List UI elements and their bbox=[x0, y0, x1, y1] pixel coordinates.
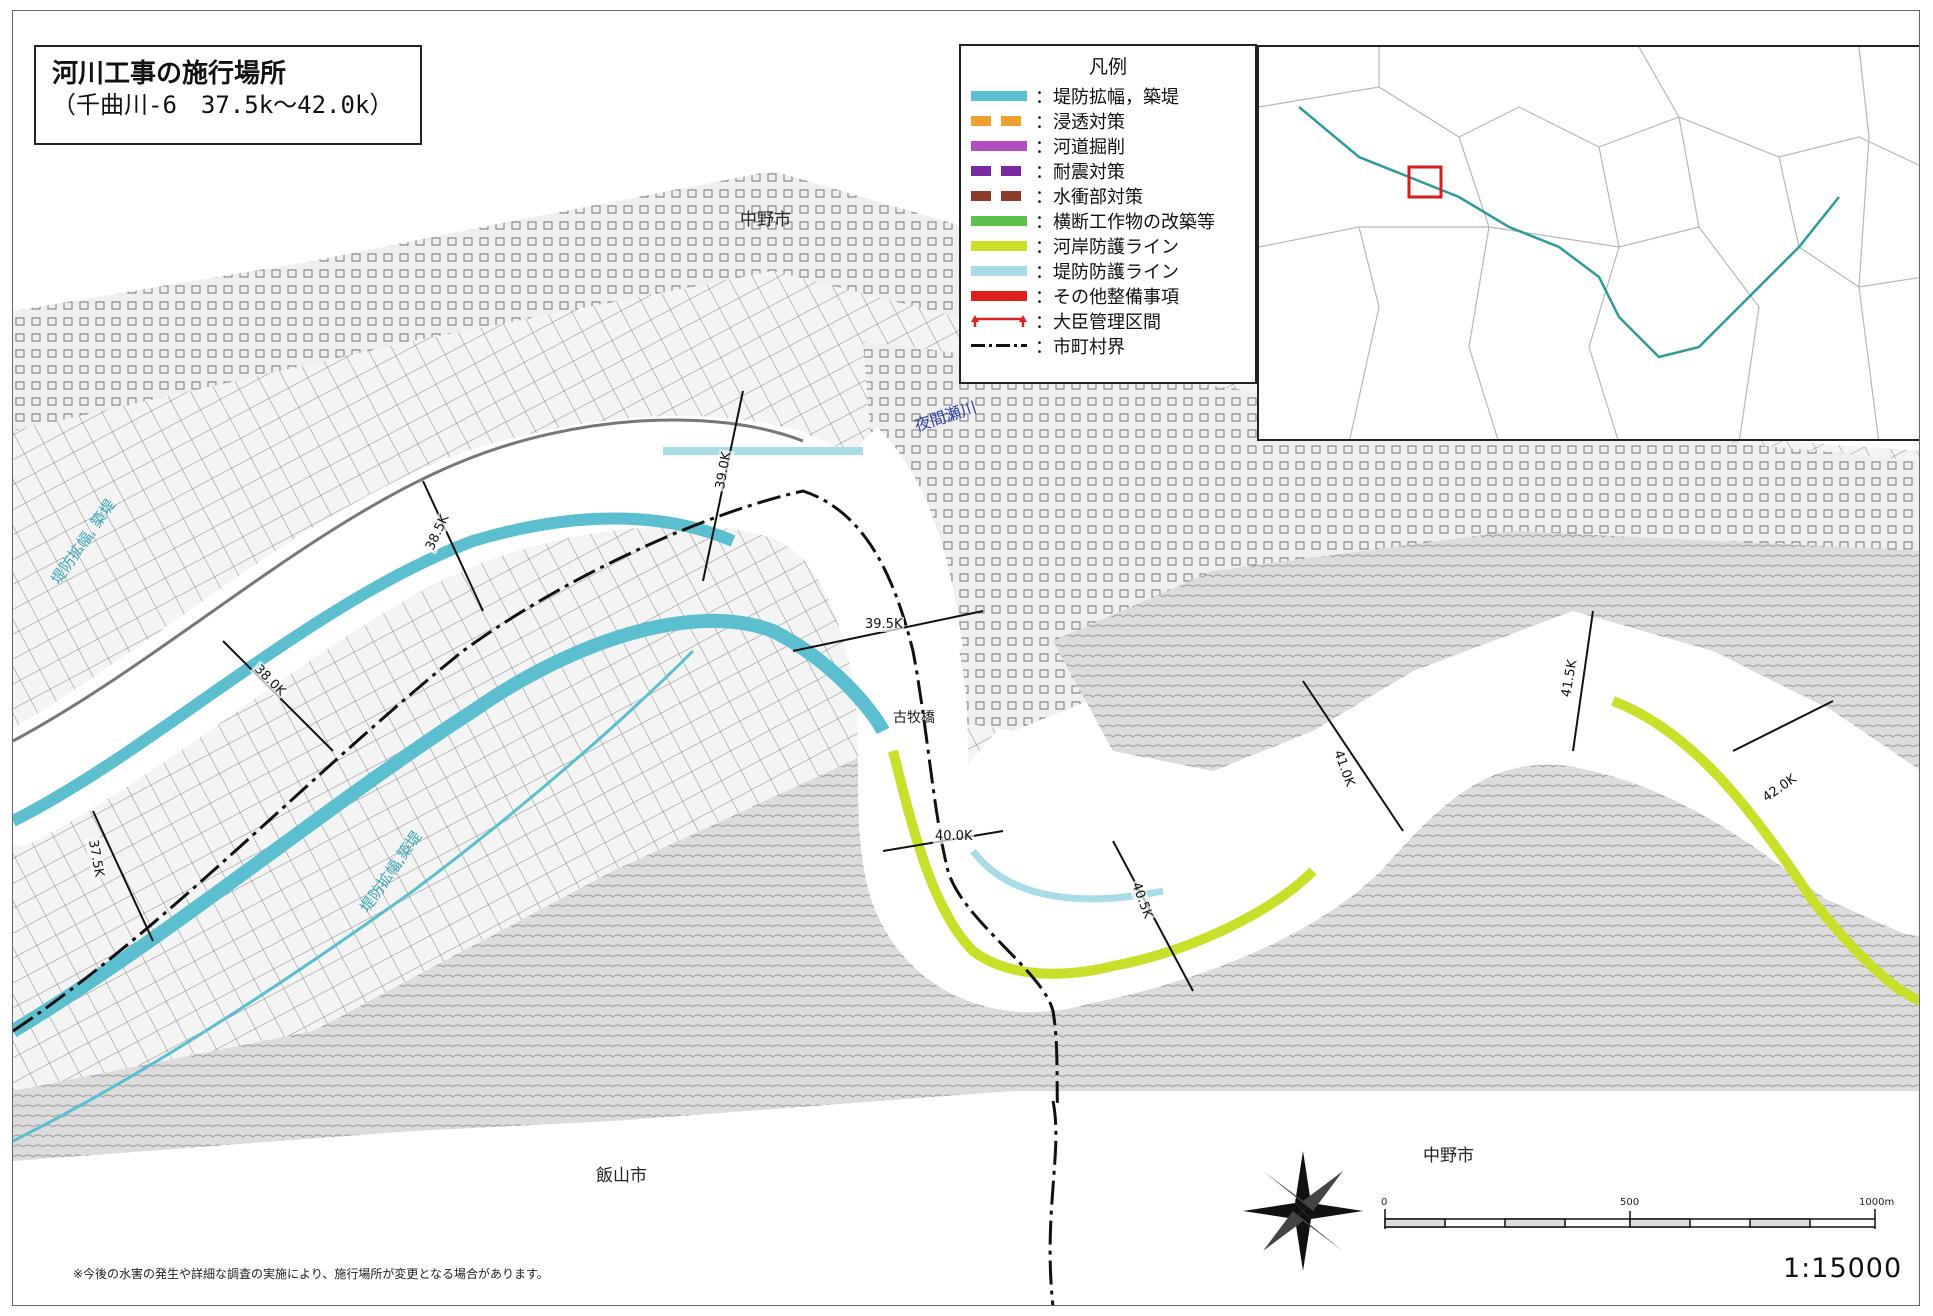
levee-widening-line-1 bbox=[13, 512, 736, 827]
legend-item: ：その他整備事項 bbox=[971, 283, 1245, 308]
locator-map-canvas bbox=[1259, 47, 1919, 439]
legend-item: ：河道掘削 bbox=[971, 133, 1245, 158]
river-edge-north bbox=[13, 418, 804, 743]
bank-protection-line-2 bbox=[1611, 696, 1919, 1006]
outside-area bbox=[13, 1091, 1919, 1305]
municipal-boundary-south bbox=[1048, 1100, 1058, 1305]
legend-item: ：水衝部対策 bbox=[971, 183, 1245, 208]
legend-swatch-icon bbox=[971, 115, 1027, 126]
map-canvas[interactable] bbox=[13, 11, 1920, 1306]
legend-swatch-icon bbox=[971, 215, 1027, 226]
legend-item: ：河岸防護ライン bbox=[971, 233, 1245, 258]
legend-label: ：大臣管理区間 bbox=[1035, 311, 1161, 333]
east-hills bbox=[1053, 531, 1919, 771]
legend-label: ：市町村界 bbox=[1035, 336, 1125, 358]
legend-swatch-icon bbox=[971, 165, 1027, 176]
scale-ratio: 1:15000 bbox=[1783, 1253, 1903, 1284]
levee-widening-line-3 bbox=[13, 649, 695, 1143]
place-iiyama: 飯山市 bbox=[596, 1166, 647, 1186]
legend-swatch-icon bbox=[971, 290, 1027, 301]
bank-protection-line-1 bbox=[888, 749, 1317, 979]
levee-protection-line-2 bbox=[970, 848, 1164, 903]
place-nakano-north: 中野市 bbox=[740, 210, 791, 230]
legend-swatch-icon bbox=[971, 190, 1027, 201]
map-frame: 中野市 飯山市 中野市 古牧橋 夜間瀬川 堤防拡幅, 築堤 堤防拡幅,築堤 37… bbox=[12, 10, 1920, 1306]
river-channel bbox=[13, 416, 1919, 1013]
levee-widening-line-2 bbox=[13, 613, 890, 1038]
legend-swatch-icon bbox=[971, 240, 1027, 251]
km-marker: 40.0K bbox=[933, 829, 975, 844]
km-marker: 39.5K bbox=[863, 617, 905, 632]
legend-swatch-icon bbox=[971, 344, 1027, 347]
legend-item: ：市町村界 bbox=[971, 333, 1245, 358]
scale-tick-0: 0 bbox=[1381, 1197, 1388, 1208]
legend-items: ：堤防拡幅，築堤 ：浸透対策 ：河道掘削 ：耐震対策 ：水衝部対策 ：横断工作物の改築等 ：… bbox=[971, 83, 1245, 358]
legend-label: ：その他整備事項 bbox=[1035, 286, 1179, 308]
legend-label: ：河道掘削 bbox=[1035, 136, 1125, 158]
legend-item: ：堤防拡幅，築堤 bbox=[971, 83, 1245, 108]
scale-tick-1000: 1000m bbox=[1859, 1197, 1895, 1208]
legend-label: ：耐震対策 bbox=[1035, 161, 1125, 183]
legend-label: ：横断工作物の改築等 bbox=[1035, 211, 1215, 233]
legend-item: ：耐震対策 bbox=[971, 158, 1245, 183]
legend-item: ：横断工作物の改築等 bbox=[971, 208, 1245, 233]
scale-tick-500: 500 bbox=[1620, 1197, 1640, 1208]
legend-title: 凡例 bbox=[1088, 56, 1127, 78]
place-nakano-south: 中野市 bbox=[1423, 1146, 1474, 1166]
north-arrow-icon bbox=[1243, 1151, 1363, 1271]
locator-map[interactable] bbox=[1257, 45, 1919, 441]
legend-item: ：浸透対策 bbox=[971, 108, 1245, 133]
scale-bar bbox=[1384, 1209, 1876, 1229]
map-subtitle: （千曲川-6 37.5k～42.0k） bbox=[52, 91, 394, 119]
current-area-marker bbox=[1407, 165, 1443, 199]
legend-label: ：河岸防護ライン bbox=[1035, 236, 1179, 258]
legend-label: ：水衝部対策 bbox=[1035, 186, 1143, 208]
legend-swatch-icon bbox=[971, 313, 1027, 329]
legend-swatch-icon bbox=[971, 140, 1027, 151]
legend-label: ：堤防拡幅，築堤 bbox=[1035, 86, 1179, 108]
title-box: 河川工事の施行場所 （千曲川-6 37.5k～42.0k） bbox=[34, 45, 422, 145]
legend-label: ：堤防防護ライン bbox=[1035, 261, 1179, 283]
bridge-label: 古牧橋 bbox=[893, 710, 935, 726]
municipal-boundary-line bbox=[13, 489, 1075, 1305]
map-title: 河川工事の施行場所 bbox=[52, 59, 287, 89]
legend-swatch-icon bbox=[971, 265, 1027, 276]
legend-item: ：堤防防護ライン bbox=[971, 258, 1245, 283]
legend-swatch-icon bbox=[971, 90, 1027, 101]
legend-label: ：浸透対策 bbox=[1035, 111, 1125, 133]
disclaimer-note: ※今後の水害の発生や詳細な調査の実施により、施行場所が変更となる場合があります。 bbox=[73, 1267, 549, 1281]
legend-item: ：大臣管理区間 bbox=[971, 308, 1245, 333]
northwest-hills bbox=[13, 171, 1013, 431]
legend: 凡例 ：堤防拡幅，築堤 ：浸透対策 ：河道掘削 ：耐震対策 ：水衝部対策 ：横断工作物の改… bbox=[959, 44, 1257, 384]
